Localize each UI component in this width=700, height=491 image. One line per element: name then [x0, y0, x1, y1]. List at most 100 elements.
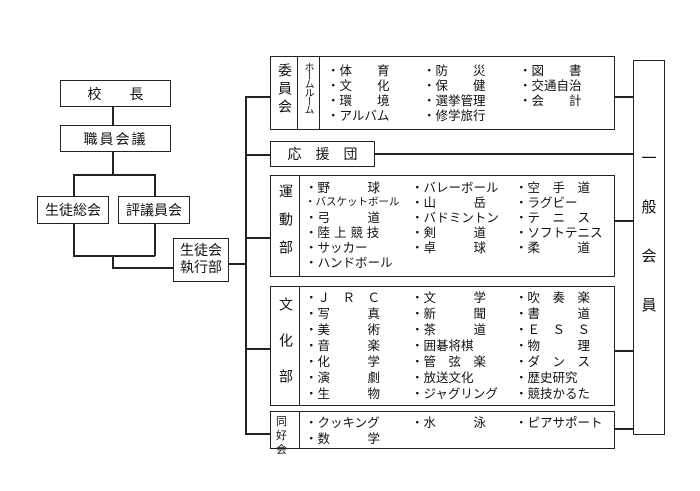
connector-line — [228, 263, 246, 265]
list-item: ・数 学 — [305, 431, 381, 446]
list-item: ・ハンドボール — [305, 255, 393, 270]
list-item: ・写 真 — [305, 306, 381, 321]
list-item: ・防 災 — [423, 63, 486, 78]
bunkabu-label: 文化部 — [277, 297, 293, 405]
general-members-label: 一般会員 — [639, 149, 658, 346]
list-item: ・吹 奏 楽 — [515, 290, 591, 305]
list-item: ・野 球 — [305, 180, 381, 195]
connector-line — [245, 96, 247, 434]
connector-line — [112, 151, 114, 175]
list-item: ・管 弦 楽 — [411, 354, 487, 369]
connector-line — [615, 220, 634, 222]
connector-line — [245, 96, 270, 98]
list-item: ・囲碁将棋 — [411, 338, 474, 353]
connector-line — [73, 174, 75, 196]
list-item: ・文 学 — [411, 290, 487, 305]
connector-line — [245, 237, 270, 239]
list-item: ・ラグビー — [515, 195, 578, 210]
divider — [297, 57, 298, 129]
staff-meeting-box: 職員会議 — [60, 125, 171, 152]
list-item: ・陸 上 競 技 — [305, 225, 380, 240]
list-item: ・競技かるた — [515, 386, 591, 401]
doukoukai-label: 同好会 — [276, 415, 287, 456]
list-item: ・音 楽 — [305, 338, 381, 353]
undobu-label: 運動部 — [277, 184, 293, 268]
list-item: ・新 聞 — [411, 306, 487, 321]
list-item: ・歴史研究 — [515, 370, 578, 385]
executive-box: 生徒会 執行部 — [173, 238, 229, 282]
list-item — [515, 431, 613, 447]
bunkabu-section: 文化部 ・Ｊ Ｒ Ｃ ・文 学 ・吹 奏 楽 ・写 真 ・新 聞 ・書 道 ・美… — [270, 286, 615, 406]
list-item: ・柔 道 — [515, 240, 591, 255]
list-item: ・選挙管理 — [423, 93, 486, 108]
list-item: ・サッカー — [305, 240, 368, 255]
list-item: ・美 術 — [305, 322, 381, 337]
general-assembly-label: 生徒総会 — [45, 203, 101, 219]
general-members-box: 一般会員 — [633, 60, 665, 435]
iinkai-items: ・体 育 ・防 災 ・図 書 ・文 化 ・保 健 ・交通自治 ・環 境 ・選挙管… — [327, 63, 609, 123]
list-item: ・剣 道 — [411, 225, 487, 240]
list-item: ・Ｊ Ｒ Ｃ — [305, 290, 381, 305]
connector-line — [112, 255, 114, 268]
principal-label: 校 長 — [87, 86, 144, 103]
list-item: ・バドミントン — [411, 210, 499, 225]
divider — [319, 57, 320, 129]
iinkai-sublabel: ホームルーム — [302, 62, 313, 113]
list-item: ・山 岳 — [411, 195, 487, 210]
undobu-section: 運動部 ・野 球 ・バレーボール ・空 手 道 ・バスケットボール ・山 岳 ・… — [270, 175, 615, 277]
connector-line — [73, 255, 155, 257]
undobu-items: ・野 球 ・バレーボール ・空 手 道 ・バスケットボール ・山 岳 ・ラグビー… — [305, 180, 613, 270]
connector-line — [245, 348, 270, 350]
list-item: ・ジャグリング — [411, 386, 498, 401]
bunkabu-items: ・Ｊ Ｒ Ｃ ・文 学 ・吹 奏 楽 ・写 真 ・新 聞 ・書 道 ・美 術 ・… — [305, 290, 613, 402]
list-item: ・ダ ン ス — [515, 354, 591, 369]
connector-line — [374, 153, 634, 155]
list-item — [519, 108, 609, 123]
council-label: 評議員会 — [126, 203, 182, 219]
list-item — [411, 431, 515, 447]
connector-line — [73, 174, 155, 176]
doukoukai-items: ・クッキング ・水 泳 ・ピアサポート ・数 学 — [305, 415, 613, 447]
connector-line — [245, 154, 270, 156]
list-item: ・化 学 — [305, 354, 381, 369]
list-item: ・弓 道 — [305, 210, 381, 225]
divider — [299, 176, 300, 276]
list-item: ・体 育 — [327, 63, 390, 78]
list-item: ・卓 球 — [411, 240, 487, 255]
divider — [299, 412, 300, 448]
list-item: ・生 物 — [305, 386, 381, 401]
doukoukai-section: 同好会 ・クッキング ・水 泳 ・ピアサポート ・数 学 — [270, 411, 615, 456]
list-item: ・放送文化 — [411, 370, 474, 385]
principal-box: 校 長 — [60, 80, 171, 107]
ouendan-label: 応 援 団 — [287, 147, 358, 163]
list-item — [515, 255, 613, 270]
list-item: ・アルバム — [327, 108, 390, 123]
list-item: ・演 劇 — [305, 370, 381, 385]
list-item — [411, 255, 515, 270]
connector-line — [615, 96, 634, 98]
list-item: ・物 理 — [515, 338, 591, 353]
list-item: ・文 化 — [327, 78, 390, 93]
connector-line — [615, 350, 634, 352]
connector-line — [154, 174, 156, 196]
list-item: ・空 手 道 — [515, 180, 591, 195]
list-item: ・水 泳 — [411, 415, 487, 430]
list-item: ・書 道 — [515, 306, 591, 321]
list-item: ・茶 道 — [411, 322, 487, 337]
list-item: ・図 書 — [519, 63, 582, 78]
iinkai-section: 委員会 ホームルーム ・体 育 ・防 災 ・図 書 ・文 化 ・保 健 ・交通自… — [270, 56, 615, 130]
connector-line — [615, 428, 634, 430]
connector-line — [73, 223, 75, 256]
staff-meeting-label: 職員会議 — [83, 131, 148, 148]
list-item: ・環 境 — [327, 93, 390, 108]
connector-line — [112, 267, 174, 269]
general-assembly-box: 生徒総会 — [37, 196, 109, 224]
list-item: ・バレーボール — [411, 180, 499, 195]
list-item: ・修学旅行 — [423, 108, 486, 123]
list-item: ・ソフトテニス — [515, 225, 603, 240]
list-item: ・ピアサポート — [515, 415, 603, 430]
ouendan-box: 応 援 団 — [270, 141, 375, 167]
executive-label-line2: 執行部 — [180, 260, 222, 276]
list-item: ・会 計 — [519, 93, 582, 108]
list-item: ・バスケットボール — [305, 196, 400, 208]
